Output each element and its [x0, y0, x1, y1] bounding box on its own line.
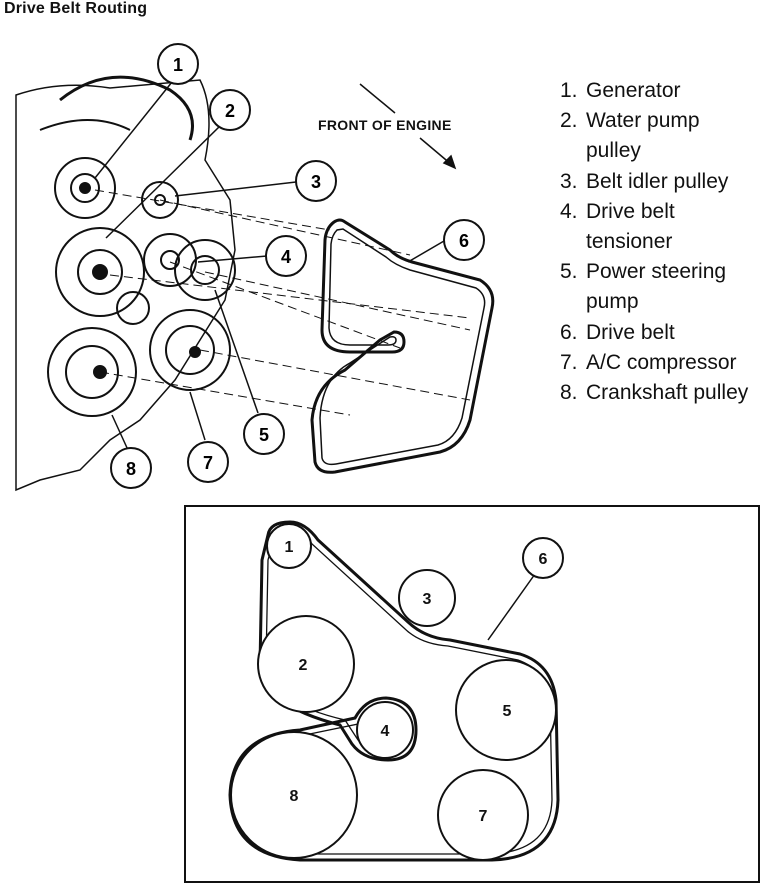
engine-hose-2: [39, 119, 131, 131]
legend-text: Drive belt: [586, 199, 675, 223]
legend-num: 5.: [560, 260, 578, 284]
legend-num: 6.: [560, 320, 578, 344]
front-of-engine-arrow: [359, 83, 457, 170]
legend-num: 1.: [560, 79, 578, 102]
engine-callouts: 1 2 3 4 5 6 7 8: [110, 43, 485, 489]
engine-small-pulley: [116, 291, 150, 325]
engine-block-outline: [15, 79, 236, 492]
callout-3: 3: [295, 160, 337, 202]
callout-2: 2: [209, 89, 251, 131]
drive-belt-illustration: [310, 218, 495, 474]
legend-num: 7.: [560, 350, 578, 374]
callout-2-label: 2: [225, 101, 235, 121]
component-legend: 1. Generator 2. Water pump pulley 3. Belt i…: [560, 76, 768, 408]
projection-lines: [94, 189, 471, 416]
legend-item-drive-belt: 6. Drive belt: [560, 318, 768, 348]
ac-compressor-clutch: [165, 325, 215, 375]
idler-pulley: [141, 181, 179, 219]
generator-pulley-outer: [54, 157, 116, 219]
callout-8: 8: [110, 447, 152, 489]
legend-item-water-pump: 2. Water pump pulley: [560, 106, 768, 166]
callout-1: 1: [157, 43, 199, 85]
belt-schematic-frame: [184, 505, 760, 883]
callout-6: 6: [443, 219, 485, 261]
power-steering-pulley: [174, 239, 236, 301]
legend-item-idler: 3. Belt idler pulley: [560, 167, 768, 197]
legend-text-cont: tensioner: [586, 230, 673, 254]
legend-num: 4.: [560, 199, 578, 223]
legend-item-power-steering: 5. Power steering pump: [560, 257, 768, 317]
engine-hose: [59, 75, 194, 141]
callout-6-label: 6: [459, 231, 469, 251]
callout-4-label: 4: [281, 247, 291, 267]
legend-text: Drive belt: [586, 320, 675, 344]
callout-7: 7: [187, 441, 229, 483]
legend-item-crankshaft: 8. Crankshaft pulley: [560, 378, 768, 408]
water-pump-pulley-outer: [55, 227, 145, 317]
crankshaft-pulley-inner: [65, 345, 119, 399]
diagram-title: Drive Belt Routing: [4, 0, 148, 17]
legend-item-generator: 1. Generator: [560, 76, 768, 106]
legend-text: Power steering: [586, 260, 727, 284]
legend-item-tensioner: 4. Drive belt tensioner: [560, 197, 768, 257]
tensioner-pulley: [143, 233, 197, 287]
water-pump-pulley-hub: [92, 264, 108, 280]
callout-1-label: 1: [173, 55, 183, 75]
legend-text: Water pump: [586, 109, 700, 133]
callout-leaders: [94, 81, 445, 451]
legend-text: Generator: [586, 79, 681, 102]
callout-3-label: 3: [311, 172, 321, 192]
legend-text: A/C compressor: [586, 350, 737, 374]
generator-pulley-hub: [79, 182, 91, 194]
tensioner-pulley-hub: [160, 250, 180, 270]
water-pump-pulley-inner: [77, 249, 123, 295]
callout-4: 4: [265, 235, 307, 277]
ac-compressor-hub: [189, 346, 201, 358]
ac-compressor-pulley: [149, 309, 231, 391]
legend-text-cont: pump: [586, 290, 639, 314]
legend-item-ac-compressor: 7. A/C compressor: [560, 348, 768, 378]
callout-5-label: 5: [259, 425, 269, 445]
callout-7-label: 7: [203, 453, 213, 473]
crankshaft-pulley-outer: [47, 327, 137, 417]
legend-text-cont: pulley: [586, 139, 641, 163]
legend-text: Crankshaft pulley: [586, 381, 749, 405]
legend-num: 2.: [560, 109, 578, 133]
legend-text: Belt idler pulley: [586, 169, 729, 193]
front-of-engine-label: FRONT OF ENGINE: [318, 117, 452, 133]
legend-num: 3.: [560, 169, 578, 193]
engine-illustration: 1 2 3 4 5 6 7 8: [15, 43, 495, 492]
callout-5: 5: [243, 413, 285, 455]
legend-num: 8.: [560, 381, 578, 405]
callout-8-label: 8: [126, 459, 136, 479]
generator-pulley-inner: [70, 173, 100, 203]
